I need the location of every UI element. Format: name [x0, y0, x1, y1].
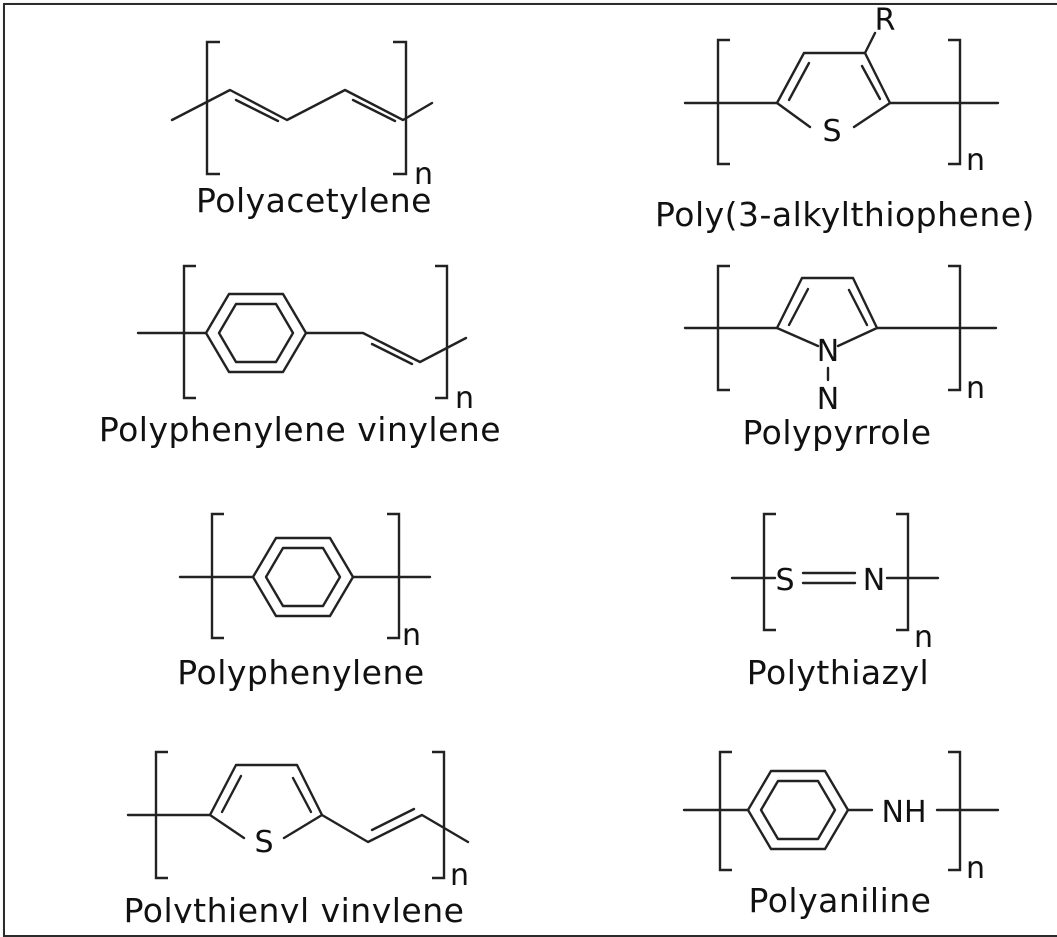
benzene-inner-ring [217, 302, 295, 364]
polyphenylene-structure: n Polyphenylene [177, 512, 432, 692]
vinylene-chain [320, 813, 470, 844]
polythiazyl-structure: S N n Polythiazyl [730, 512, 940, 692]
benzene-ring [204, 292, 308, 374]
benzene-inner-ring [264, 546, 342, 608]
polyacetylene-chain [170, 88, 434, 122]
repeat-subscript: n [966, 851, 985, 886]
ring-double-bond [787, 287, 810, 327]
nitrogen-atom: N [817, 334, 839, 369]
repeat-subscript: n [455, 381, 474, 416]
polythienylvinylene-label: Polythienyl vinylene [124, 891, 465, 923]
polyphenylenevinylene-structure: n Polyphenylene vinylene [99, 264, 501, 449]
ring-double-bond [847, 288, 869, 327]
poly3alkylthiophene-label: Poly(3-alkylthiophene) [655, 195, 1035, 234]
ring-double-bond [860, 64, 882, 101]
repeat-subscript: n [914, 620, 933, 655]
double-bond [351, 98, 397, 123]
polyacetylene-structure: n Polyacetylene [170, 40, 434, 220]
ring-double-bond [291, 776, 313, 814]
repeat-subscript: n [966, 371, 985, 406]
sulfur-atom: S [822, 114, 841, 149]
double-bond [234, 98, 280, 123]
thiophene-ring [775, 51, 892, 129]
polythiazyl-label: Polythiazyl [747, 653, 929, 692]
polypyrrole-structure: N N n Polypyrrole [683, 264, 998, 452]
polyaniline-label: Polyaniline [749, 881, 932, 920]
polyacetylene-label: Polyacetylene [196, 181, 432, 220]
benzene-ring [251, 536, 355, 618]
r-substituent: R [875, 3, 896, 38]
sulfur-atom: S [775, 563, 794, 598]
polyphenylenevinylene-label: Polyphenylene vinylene [99, 410, 501, 449]
repeat-subscript: n [966, 143, 985, 178]
left-bracket [205, 40, 220, 176]
repeat-subscript: n [450, 858, 469, 893]
ring-double-bond [787, 61, 811, 102]
right-bracket [435, 264, 449, 400]
amine-group: NH [882, 795, 927, 830]
nitrogen-atom: N [863, 563, 885, 598]
repeat-subscript: n [414, 157, 433, 192]
vinylene-double-bond [370, 807, 416, 832]
polyaniline-structure: NH n Polyaniline [682, 750, 1000, 920]
substituent-bond [863, 31, 877, 55]
ring-double-bond [220, 774, 243, 814]
benzene-inner-ring [759, 779, 837, 841]
poly3alkylthiophene-structure: S R n Poly(3-alkylthiophene) [655, 3, 1035, 234]
polyphenylene-label: Polyphenylene [177, 653, 424, 692]
repeat-subscript: n [402, 618, 421, 653]
polypyrrole-label: Polypyrrole [742, 413, 931, 452]
right-bracket [393, 40, 408, 176]
thiophene-ring [208, 763, 324, 840]
benzene-ring [746, 769, 850, 851]
left-bracket [762, 512, 776, 632]
nitrogen-atom: N [817, 382, 839, 417]
sulfur-atom: S [254, 825, 273, 860]
polythienylvinylene-structure: S n Polythienyl vinylene [124, 750, 470, 923]
pyrrole-ring [775, 276, 879, 348]
vinylene-chain [304, 331, 468, 364]
vinylene-double-bond [370, 342, 414, 366]
figure-frame [3, 3, 1057, 937]
right-bracket [896, 512, 910, 632]
right-bracket [432, 750, 446, 880]
